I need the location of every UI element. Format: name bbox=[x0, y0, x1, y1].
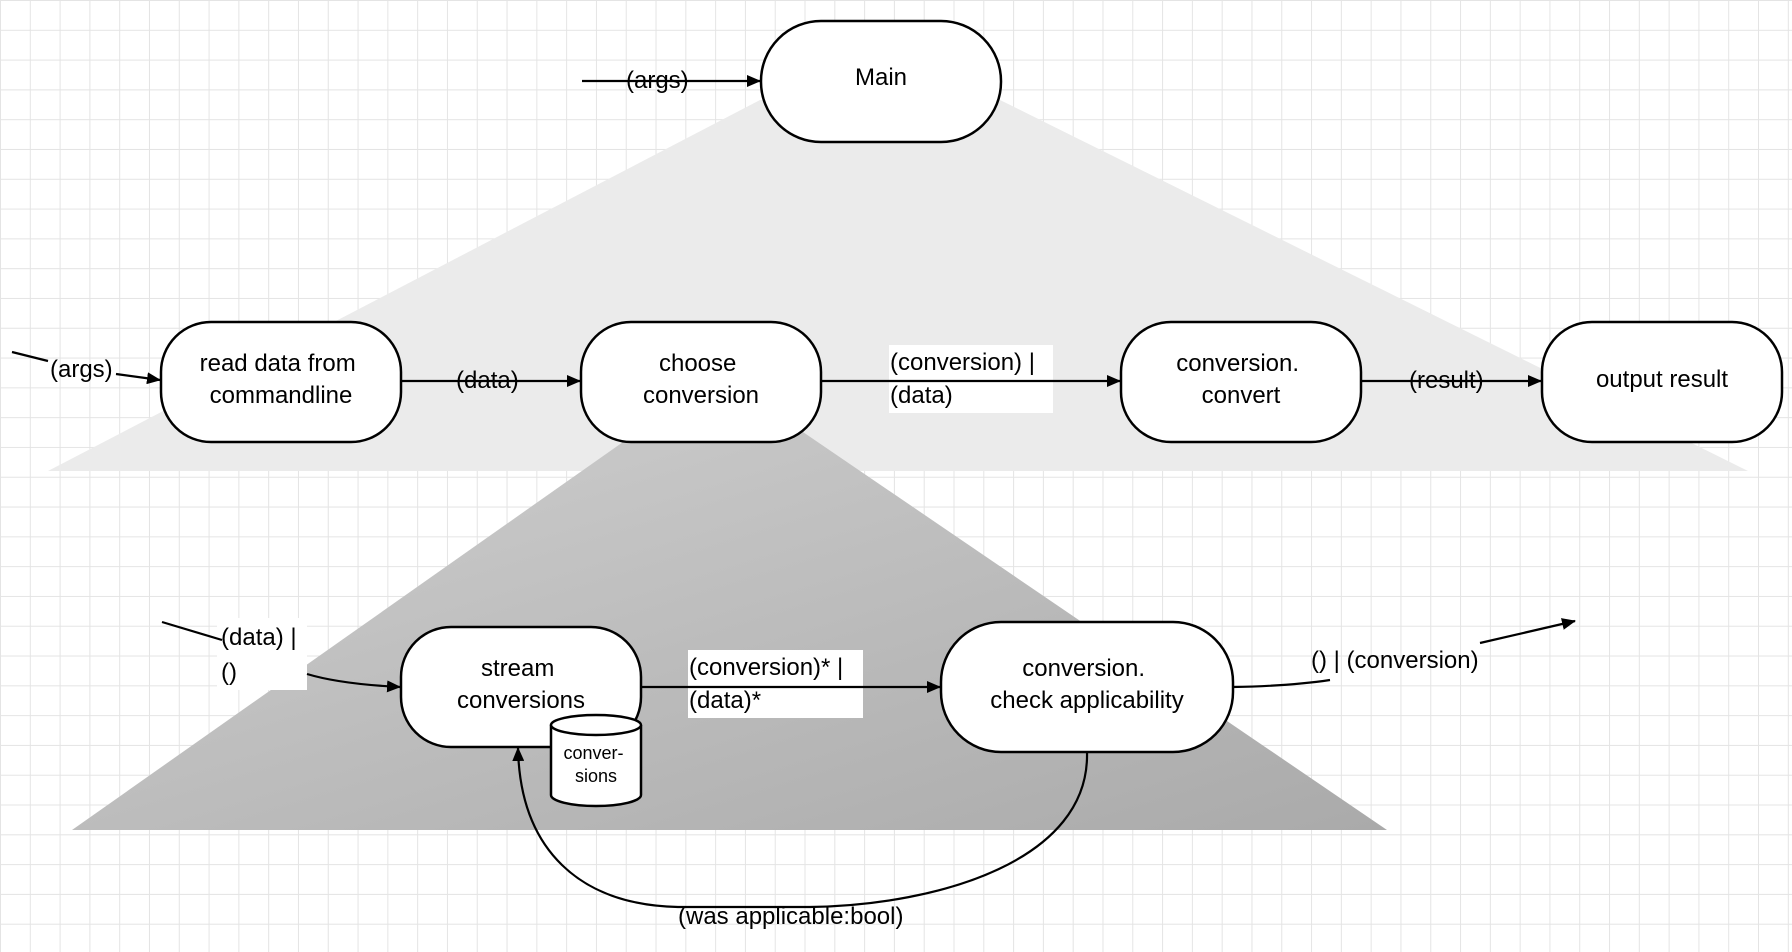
svg-text:conversion. convert: conversion. convert bbox=[1176, 350, 1305, 409]
edge-label-stream-to-check-line2: (data)* bbox=[689, 687, 761, 714]
edge-label-stream-to-check-line1: (conversion)* | bbox=[689, 654, 843, 681]
edge-label-stream-in-line1: (data) | bbox=[221, 624, 297, 651]
node-main[interactable]: Main bbox=[759, 19, 1003, 144]
edge-label-main-in: (args) bbox=[626, 67, 689, 94]
node-choose-conversion[interactable]: choose conversion bbox=[579, 320, 823, 444]
svg-text:stream conversions: stream conversions bbox=[457, 655, 585, 714]
node-conversion-convert-line2: convert bbox=[1202, 382, 1281, 409]
conversions-datastore-line1: conver- bbox=[563, 743, 623, 763]
node-stream-conversions-line2: conversions bbox=[457, 687, 585, 714]
edge-label-stream-to-check: (conversion)* | (data)* bbox=[689, 654, 850, 714]
node-output-result[interactable]: output result bbox=[1540, 320, 1784, 444]
node-stream-conversions-line1: stream bbox=[481, 655, 554, 682]
stream-to-check-label-bg bbox=[688, 650, 863, 718]
edge-label-convert-to-output: (result) bbox=[1409, 367, 1484, 394]
svg-text:conversion. check applic: conversion. check applicability bbox=[990, 655, 1183, 714]
node-read-data-line2: commandline bbox=[210, 382, 353, 409]
svg-text:read data from commandli: read data from commandline bbox=[200, 350, 363, 409]
node-main-label: Main bbox=[855, 64, 907, 91]
svg-text:Main: Main bbox=[855, 64, 907, 91]
node-choose-conversion-line2: conversion bbox=[643, 382, 759, 409]
edge-label-choose-to-convert: (conversion) | (data) bbox=[890, 349, 1042, 409]
edge-label-read-to-choose: (data) bbox=[456, 367, 519, 394]
node-check-applicability[interactable]: conversion. check applicability bbox=[939, 620, 1235, 754]
node-output-result-label: output result bbox=[1596, 366, 1728, 393]
edge-label-stream-in: (data) | () bbox=[221, 624, 303, 686]
choose-to-convert-label-bg bbox=[889, 345, 1053, 413]
node-read-data-line1: read data from bbox=[200, 350, 356, 377]
edge-label-check-back: (was applicable:bool) bbox=[678, 903, 903, 930]
check-feedback-arrow bbox=[512, 747, 1089, 909]
conversions-datastore[interactable]: conver- sions bbox=[549, 713, 643, 808]
svg-text:output result: output result bbox=[1596, 366, 1728, 393]
node-conversion-convert-line1: conversion. bbox=[1176, 350, 1299, 377]
node-conversion-convert[interactable]: conversion. convert bbox=[1119, 320, 1363, 444]
node-check-applicability-line2: check applicability bbox=[990, 687, 1183, 714]
edge-label-check-out: () | (conversion) bbox=[1311, 647, 1479, 674]
check-output-arrow bbox=[1232, 621, 1575, 689]
edge-label-stream-in-line2: () bbox=[221, 659, 237, 686]
edge-label-read-in: (args) bbox=[50, 356, 113, 383]
svg-text:conver- sions: conver- sions bbox=[563, 743, 628, 786]
node-check-applicability-line1: conversion. bbox=[1022, 655, 1145, 682]
edge-label-choose-to-convert-line1: (conversion) | bbox=[890, 349, 1035, 376]
read-input-arrow bbox=[11, 350, 160, 380]
conversions-datastore-line2: sions bbox=[575, 766, 617, 786]
edge-label-choose-to-convert-line2: (data) bbox=[890, 382, 953, 409]
stream-in-label-bg bbox=[217, 618, 307, 690]
stream-input-arrow bbox=[161, 620, 400, 687]
svg-text:choose conversion: choose conversion bbox=[643, 350, 759, 409]
node-choose-conversion-line1: choose bbox=[659, 350, 736, 377]
node-read-data[interactable]: read data from commandline bbox=[159, 320, 403, 444]
